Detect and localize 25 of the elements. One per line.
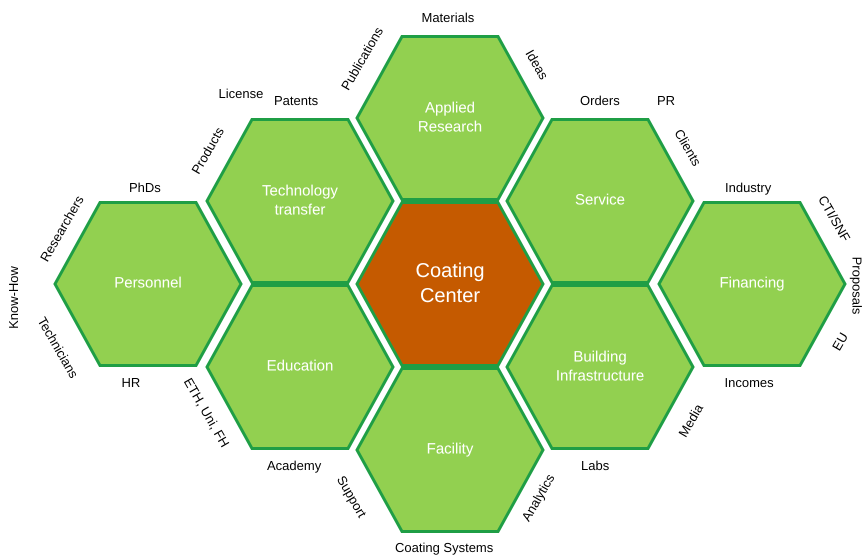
outer-label: HR <box>122 376 140 388</box>
outer-label: Orders <box>580 94 620 106</box>
outer-label: Labs <box>581 458 610 472</box>
outer-label: Academy <box>267 458 322 472</box>
outer-label: PR <box>657 94 676 106</box>
outer-label: PhDs <box>129 180 161 194</box>
hex-label: Personnel <box>113 274 183 294</box>
outer-label: Incomes <box>724 376 774 388</box>
hex-label: Service <box>574 192 626 210</box>
hex-label: Building Infrastructure <box>554 348 646 386</box>
hex-label: Facility <box>426 440 474 460</box>
hex-label: Financing <box>718 274 786 294</box>
outer-label: License <box>218 86 264 100</box>
outer-label: Know-How <box>6 266 20 328</box>
hex-label: Coating Center <box>414 259 486 309</box>
outer-label: EU <box>830 330 850 352</box>
outer-label: Coating Systems <box>395 540 494 554</box>
outer-label: Materials <box>422 10 474 24</box>
outer-label: Industry <box>725 180 772 194</box>
hex-label: Technology transfer <box>261 182 339 220</box>
outer-label: Proposals <box>850 256 864 314</box>
hex-label: Education <box>266 358 334 376</box>
outer-label: Patents <box>274 94 318 106</box>
central-hexagon <box>355 201 545 367</box>
hex-label: Applied Research <box>416 99 484 137</box>
